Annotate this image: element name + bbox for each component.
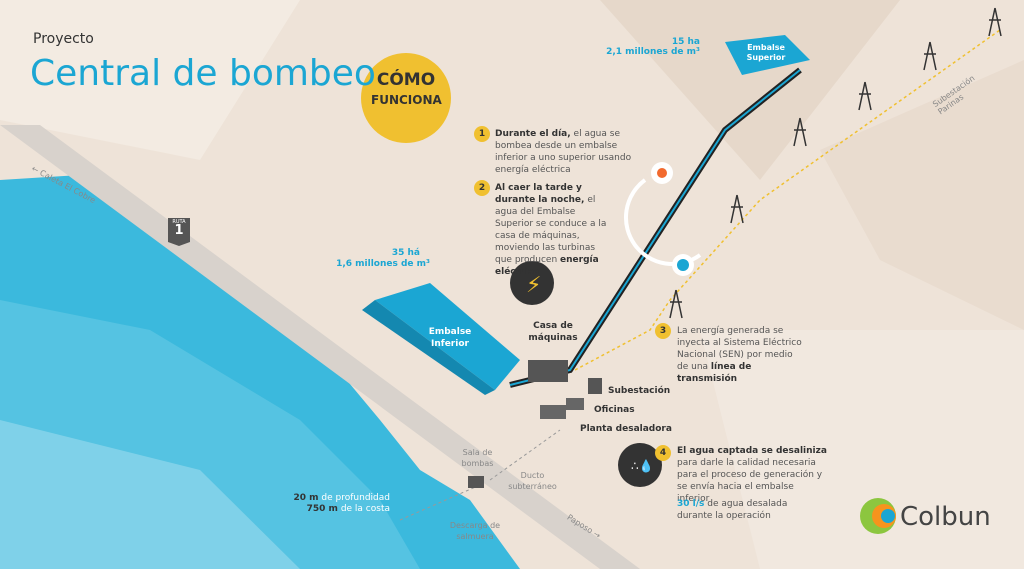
oficinas-building — [566, 398, 584, 410]
descarga-label: Descarga de salmuera — [449, 521, 501, 541]
como-funciona-badge — [361, 53, 451, 143]
badge-line1: CÓMO — [376, 70, 436, 90]
depth-text: 20 m de profundidad — [293, 493, 390, 503]
step-2-text: Al caer la tarde y durante la noche, el … — [495, 183, 607, 277]
desalination-icon — [618, 443, 662, 487]
step-1-number: 1 — [474, 126, 490, 142]
ruta-label: RUTA — [172, 219, 186, 225]
step-4-text: El agua captada se desaliniza para darle… — [677, 446, 827, 504]
page-title: Central de bombeo — [30, 53, 376, 94]
lower-name: Embalse Inferior — [428, 327, 472, 349]
step-3-text: La energía generada se inyecta al Sistem… — [677, 326, 802, 384]
embalse-superior-shape — [725, 35, 810, 75]
step-1-text: Durante el día, el agua se bombea desde … — [495, 129, 632, 175]
oficinas-label: Oficinas — [594, 405, 635, 415]
svg-text:⚡: ⚡ — [526, 273, 541, 298]
embalse-inferior-shape — [375, 283, 520, 390]
upper-volume: 2,1 millones de m³ — [606, 47, 700, 57]
planta-label: Planta desaladora — [580, 424, 672, 434]
ruta-1-shield — [168, 218, 190, 246]
upper-area: 15 ha — [671, 37, 700, 47]
badge-line2: FUNCIONA — [371, 93, 442, 107]
step-3-number: 3 — [655, 323, 671, 339]
lightning-icon — [510, 261, 554, 305]
colbun-logo: Colbun — [900, 502, 991, 532]
planta-building — [540, 405, 566, 419]
svg-text:∴💧: ∴💧 — [631, 459, 654, 473]
colbun-logo-mark — [860, 498, 896, 534]
sala-bombas-building — [468, 476, 484, 488]
casa-label: Casa de máquinas — [528, 321, 578, 343]
flow-text: 30 l/s de agua desalada durante la opera… — [677, 499, 788, 521]
step-2-number: 2 — [474, 180, 490, 196]
lower-area: 35 há — [391, 248, 420, 258]
project-label: Proyecto — [33, 31, 94, 47]
distance-text: 750 m de la costa — [306, 504, 390, 514]
ducto-label: Ducto subterráneo — [508, 471, 557, 491]
upper-name: Embalse Superior — [746, 43, 786, 62]
step-4-number: 4 — [655, 445, 671, 461]
casa-maquinas-building — [528, 360, 568, 382]
tower-icons — [669, 7, 1002, 319]
transmission-line — [574, 29, 1001, 371]
subestacion-label: Subestación — [608, 386, 671, 396]
ruta-number: 1 — [174, 223, 184, 238]
lower-volume: 1,6 millones de m³ — [336, 259, 430, 269]
road-ruta-1 — [0, 125, 640, 569]
subestacion-building — [588, 378, 602, 394]
sala-label: Sala de bombas — [461, 448, 494, 468]
